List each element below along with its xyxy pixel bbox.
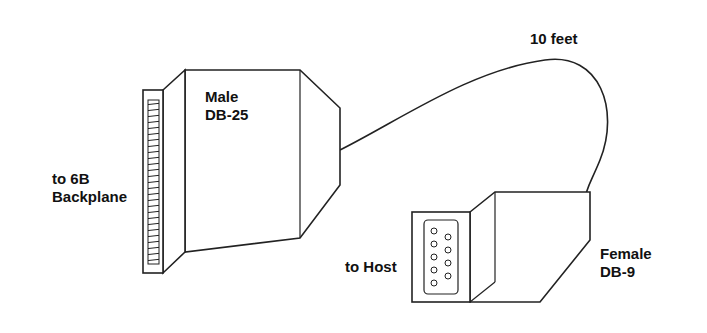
destination-label: to Host [345, 258, 407, 276]
db25-connector [143, 70, 340, 273]
connector-label: Male DB-25 [205, 88, 267, 124]
destination-label: to 6B Backplane [52, 170, 134, 206]
cable [340, 59, 608, 200]
length-label: 10 feet [530, 30, 620, 48]
connector-label: Female DB-9 [600, 245, 662, 281]
db9-connector [412, 192, 590, 302]
